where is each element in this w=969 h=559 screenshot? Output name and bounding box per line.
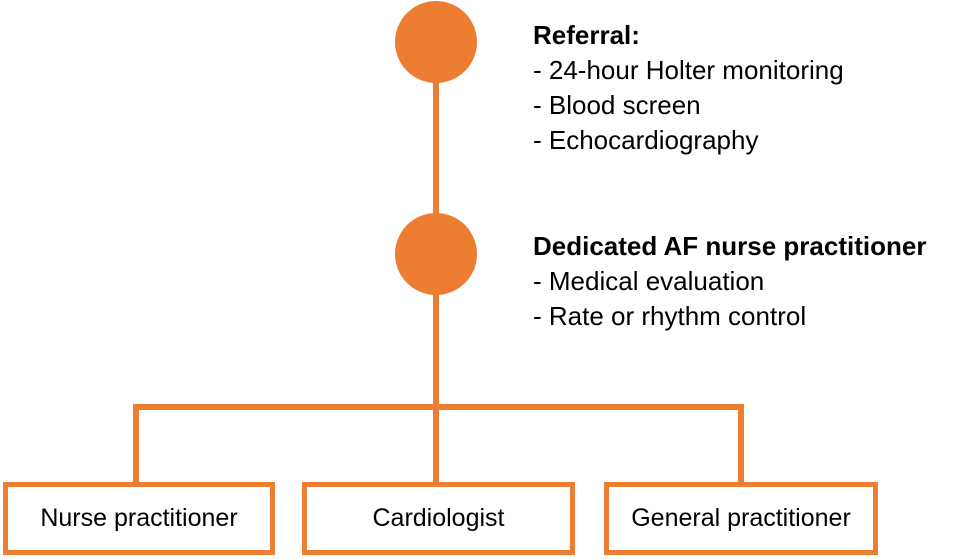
step-bullet: - Echocardiography bbox=[533, 125, 759, 155]
step-nurse-practitioner-text: Dedicated AF nurse practitioner - Medica… bbox=[533, 229, 926, 334]
step-heading: Dedicated AF nurse practitioner bbox=[533, 231, 927, 261]
outcome-label: General practitioner bbox=[631, 504, 851, 532]
step-heading: Referral: bbox=[533, 20, 640, 50]
outcome-box-nurse-practitioner: Nurse practitioner bbox=[3, 482, 275, 555]
step-bullet: - Rate or rhythm control bbox=[533, 301, 807, 331]
step-node-referral bbox=[395, 1, 477, 83]
outcome-label: Cardiologist bbox=[372, 504, 505, 532]
outcome-label: Nurse practitioner bbox=[40, 504, 238, 532]
step-bullet: - Medical evaluation bbox=[533, 266, 765, 296]
step-node-nurse-practitioner bbox=[395, 213, 477, 295]
outcome-box-cardiologist: Cardiologist bbox=[302, 482, 575, 555]
step-bullet: - 24-hour Holter monitoring bbox=[533, 55, 844, 85]
outcome-box-general-practitioner: General practitioner bbox=[604, 482, 878, 555]
step-bullet: - Blood screen bbox=[533, 90, 701, 120]
step-referral-text: Referral: - 24-hour Holter monitoring - … bbox=[533, 18, 844, 158]
